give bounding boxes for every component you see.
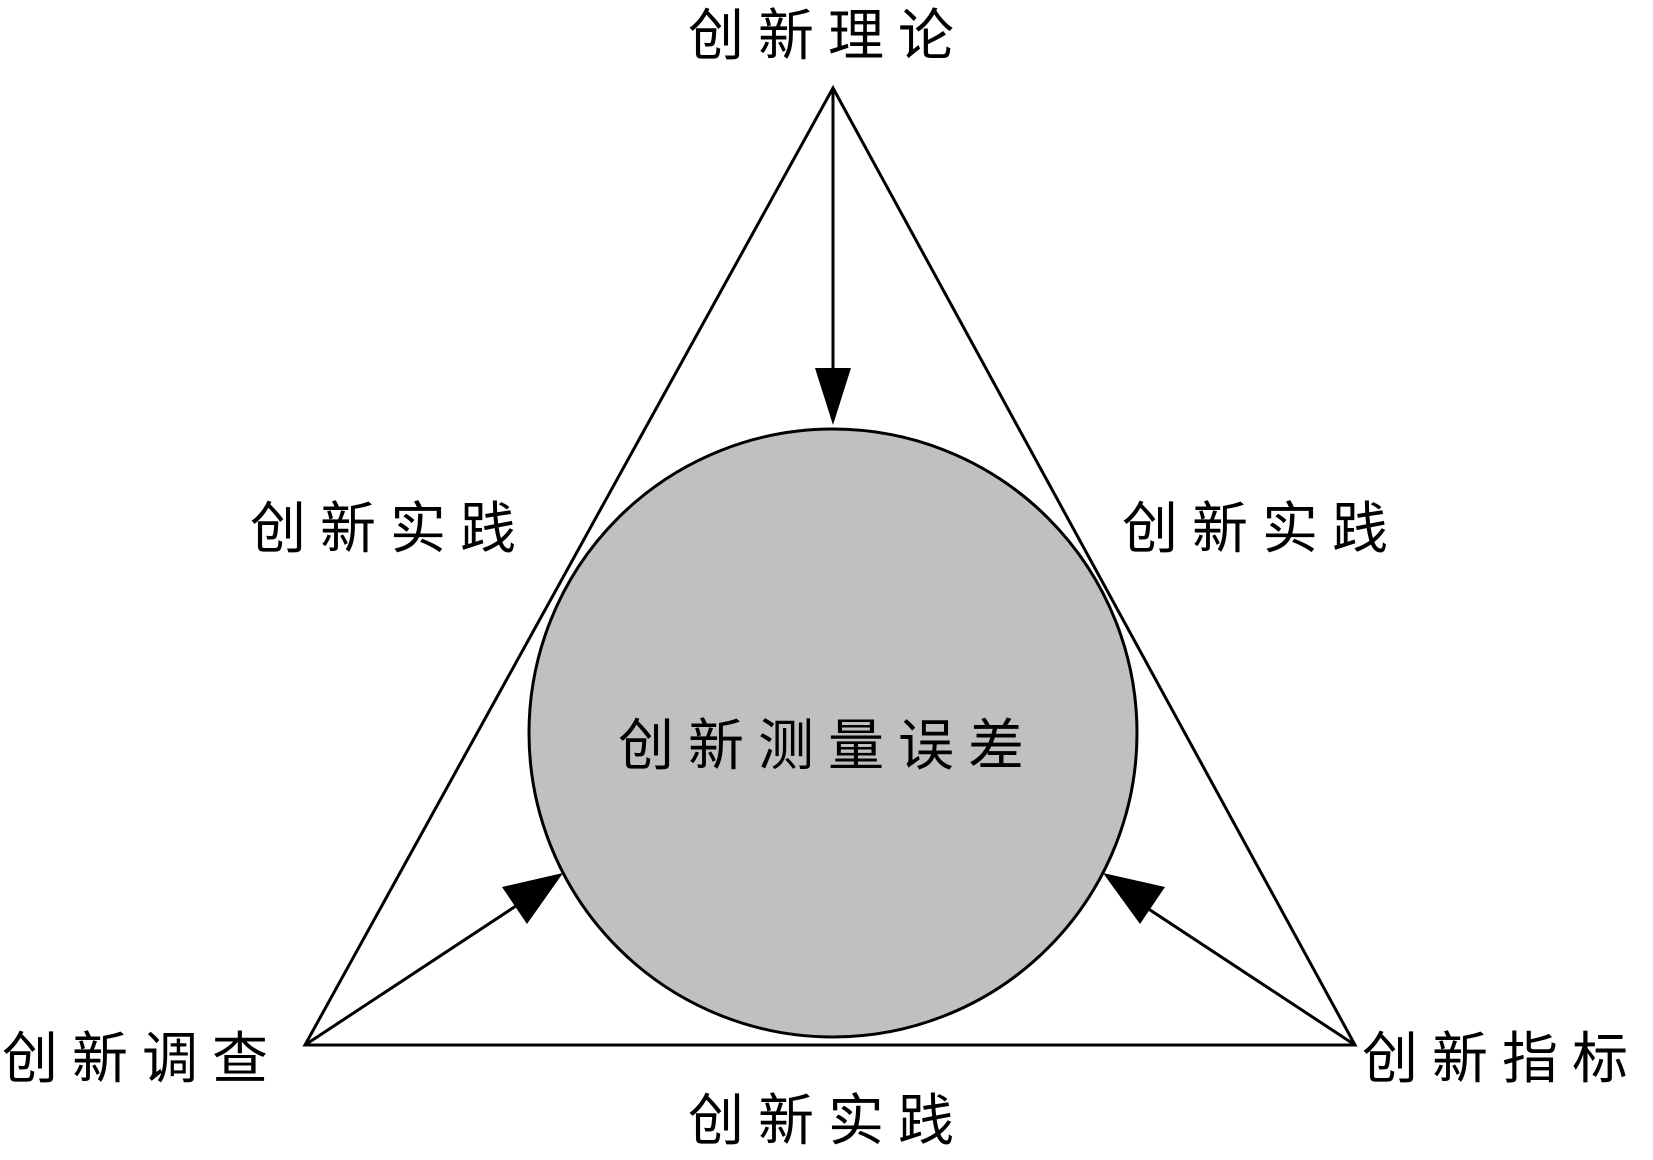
arrow-left-head bbox=[502, 873, 563, 924]
edge-label-bottom: 创新实践 bbox=[688, 1089, 968, 1154]
edge-label-right: 创新实践 bbox=[1122, 497, 1402, 562]
triangle-outline bbox=[302, 84, 1358, 1047]
arrow-right-head bbox=[1103, 873, 1165, 924]
arrow-top-head bbox=[815, 368, 851, 425]
arrow-left-shaft bbox=[304, 898, 526, 1047]
edge-label-left: 创新实践 bbox=[250, 497, 530, 562]
vertex-label-top: 创新理论 bbox=[688, 4, 968, 69]
arrow-right-shaft bbox=[1140, 902, 1356, 1047]
center-label: 创新测量误差 bbox=[618, 714, 1038, 779]
center-circle bbox=[527, 427, 1139, 1039]
vertex-label-bottom-right: 创新指标 bbox=[1362, 1027, 1642, 1092]
vertex-label-bottom-left: 创新调查 bbox=[2, 1027, 282, 1092]
